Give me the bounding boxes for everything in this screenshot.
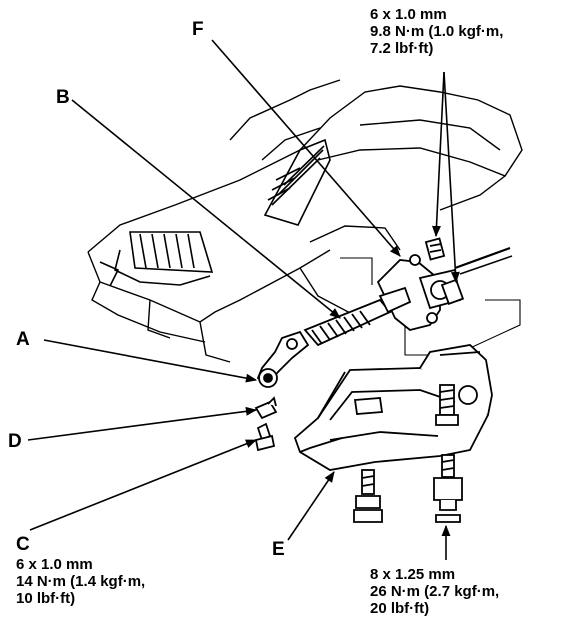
leader-lines bbox=[27, 39, 460, 560]
label-f: F bbox=[192, 19, 204, 40]
spec-top-lbf: 7.2 lbf·ft) bbox=[370, 40, 434, 57]
grill-section bbox=[99, 231, 214, 287]
label-e: E bbox=[272, 539, 285, 560]
ribbed-bracket bbox=[263, 138, 331, 226]
cable-end-a bbox=[256, 330, 310, 388]
spec-top-torque: 9.8 N·m (1.0 kgf·m, bbox=[370, 23, 504, 40]
label-b: B bbox=[56, 87, 70, 108]
bolt-c bbox=[254, 422, 276, 452]
leader-b bbox=[71, 99, 341, 319]
mounting-bracket-e bbox=[293, 344, 493, 471]
bracket-bolts bbox=[353, 384, 463, 523]
lock-pin-d bbox=[254, 396, 278, 420]
spec-bottom-size: 8 x 1.25 mm bbox=[370, 566, 456, 583]
spec-c-lbf: 10 lbf·ft) bbox=[16, 590, 76, 607]
label-d: D bbox=[8, 431, 22, 452]
leader-f bbox=[211, 39, 401, 257]
spec-bottom: 8 x 1.25 mm 26 N·m (2.7 kgf·m, 20 lbf·ft… bbox=[370, 566, 499, 617]
spec-bottom-torque: 26 N·m (2.7 kgf·m, bbox=[370, 583, 500, 600]
leader-top-2 bbox=[443, 71, 460, 284]
leader-c bbox=[29, 439, 258, 531]
vehicle-body-background bbox=[87, 79, 523, 363]
spec-c: 6 x 1.0 mm 14 N·m (1.4 kgf·m, 10 lbf·ft) bbox=[16, 556, 145, 607]
shift-cable-bracket-f bbox=[376, 237, 513, 331]
spec-top-size: 6 x 1.0 mm bbox=[370, 6, 447, 23]
spec-bottom-lbf: 20 lbf·ft) bbox=[370, 600, 430, 617]
leader-d bbox=[27, 406, 258, 441]
spec-top: 6 x 1.0 mm 9.8 N·m (1.0 kgf·m, 7.2 lbf·f… bbox=[370, 6, 503, 57]
leader-a bbox=[43, 339, 258, 383]
leader-top-1 bbox=[432, 71, 445, 238]
label-c: C bbox=[16, 534, 30, 555]
spec-c-size: 6 x 1.0 mm bbox=[16, 556, 93, 573]
label-a: A bbox=[16, 329, 30, 350]
spec-c-torque: 14 N·m (1.4 kgf·m, bbox=[16, 573, 146, 590]
leader-e bbox=[287, 471, 335, 541]
